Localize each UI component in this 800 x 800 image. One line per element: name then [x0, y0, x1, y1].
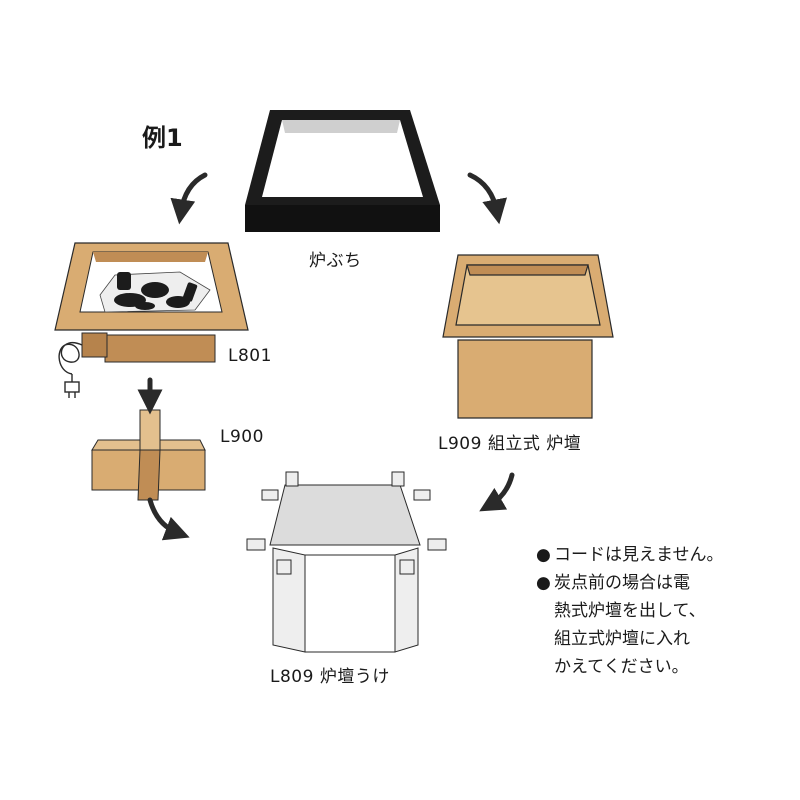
charcoal — [114, 272, 198, 310]
cross-divider — [91, 409, 206, 501]
electric-furnace-label: L801 — [228, 346, 272, 366]
assembly-box-label: L909 組立式 炉壇 — [438, 434, 582, 454]
notes: ● コードは見えません。 ● 炭点前の場合は電 熱式炉壇を出して、 組立式炉壇に… — [536, 541, 724, 681]
furnace-stand — [246, 471, 447, 653]
note-line: 組立式炉壇に入れ — [554, 629, 690, 649]
bullet-icon: ● — [536, 545, 551, 565]
stand-label: L809 炉壇うけ — [270, 667, 390, 687]
note-line: かえてください。 — [554, 657, 689, 677]
arrow-l900-to-l809 — [147, 497, 190, 541]
note-line: コードは見えません。 — [554, 545, 724, 565]
electric-furnace-box — [54, 242, 249, 398]
note-line: 熱式炉壇を出して、 — [554, 601, 706, 621]
ro-frame — [245, 110, 440, 232]
arrow-to-l801 — [170, 172, 208, 225]
power-cord — [58, 342, 83, 398]
frame-label: 炉ぶち — [309, 251, 362, 271]
arrow-l909-to-l809 — [479, 472, 515, 512]
arrow-to-l909 — [467, 172, 508, 225]
example-title: 例1 — [142, 124, 183, 152]
flow-arrows — [137, 172, 515, 541]
note-line: 炭点前の場合は電 — [554, 573, 690, 593]
note-item: ● コードは見えません。 — [536, 541, 724, 569]
assembly-furnace-box — [442, 254, 614, 419]
bullet-icon: ● — [536, 573, 551, 593]
note-item: ● 炭点前の場合は電 熱式炉壇を出して、 組立式炉壇に入れ かえてください。 — [536, 569, 724, 681]
divider-label: L900 — [220, 427, 264, 447]
